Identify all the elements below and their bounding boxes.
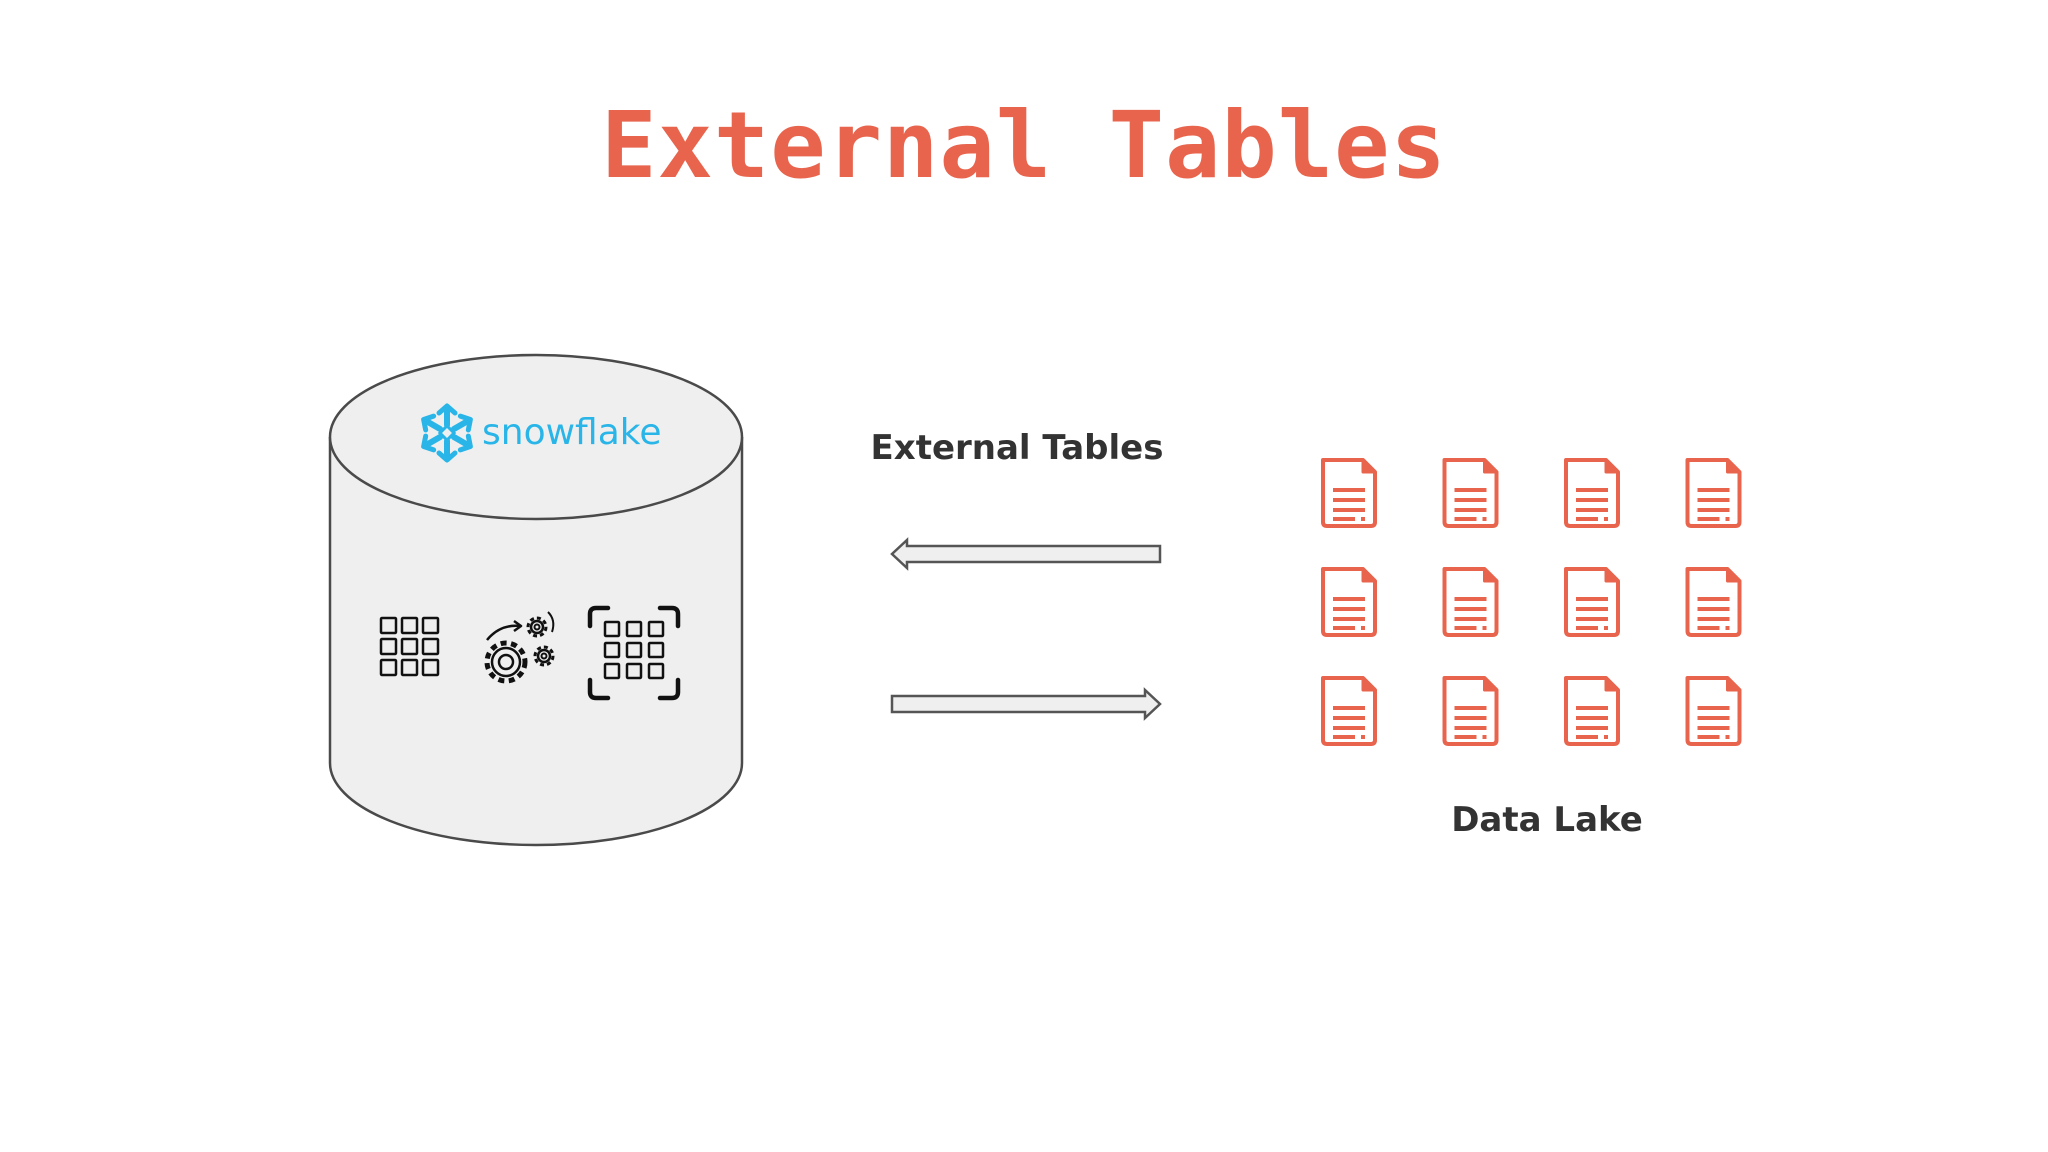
document-icon — [1321, 567, 1377, 637]
document-icon — [1321, 676, 1377, 746]
database-cylinder — [328, 353, 744, 847]
document-icon — [1685, 458, 1742, 528]
snowflake-icon — [421, 403, 473, 463]
table-scan-icon — [587, 605, 681, 701]
data-lake-label: Data Lake — [1451, 800, 1643, 840]
snowflake-wordmark: snowflake — [482, 412, 662, 453]
table-grid-icon — [379, 616, 440, 677]
document-icon — [1685, 567, 1742, 637]
data-lake-files — [1321, 458, 1742, 746]
cylinder-body — [328, 437, 744, 847]
snowflake-logo: snowflake — [421, 403, 662, 463]
document-icon — [1564, 676, 1620, 746]
connection-label: External Tables — [871, 428, 1164, 468]
arrow-left-icon — [890, 537, 1162, 571]
arrow-right-icon — [890, 687, 1162, 721]
gears-refresh-icon — [484, 611, 555, 684]
document-icon — [1442, 567, 1499, 637]
document-icon — [1564, 458, 1620, 528]
document-icon — [1564, 567, 1620, 637]
document-icon — [1442, 458, 1499, 528]
page-title: External Tables — [601, 92, 1447, 199]
document-icon — [1442, 676, 1499, 746]
cylinder-top — [328, 353, 744, 521]
document-icon — [1685, 676, 1742, 746]
document-icon — [1321, 458, 1377, 528]
